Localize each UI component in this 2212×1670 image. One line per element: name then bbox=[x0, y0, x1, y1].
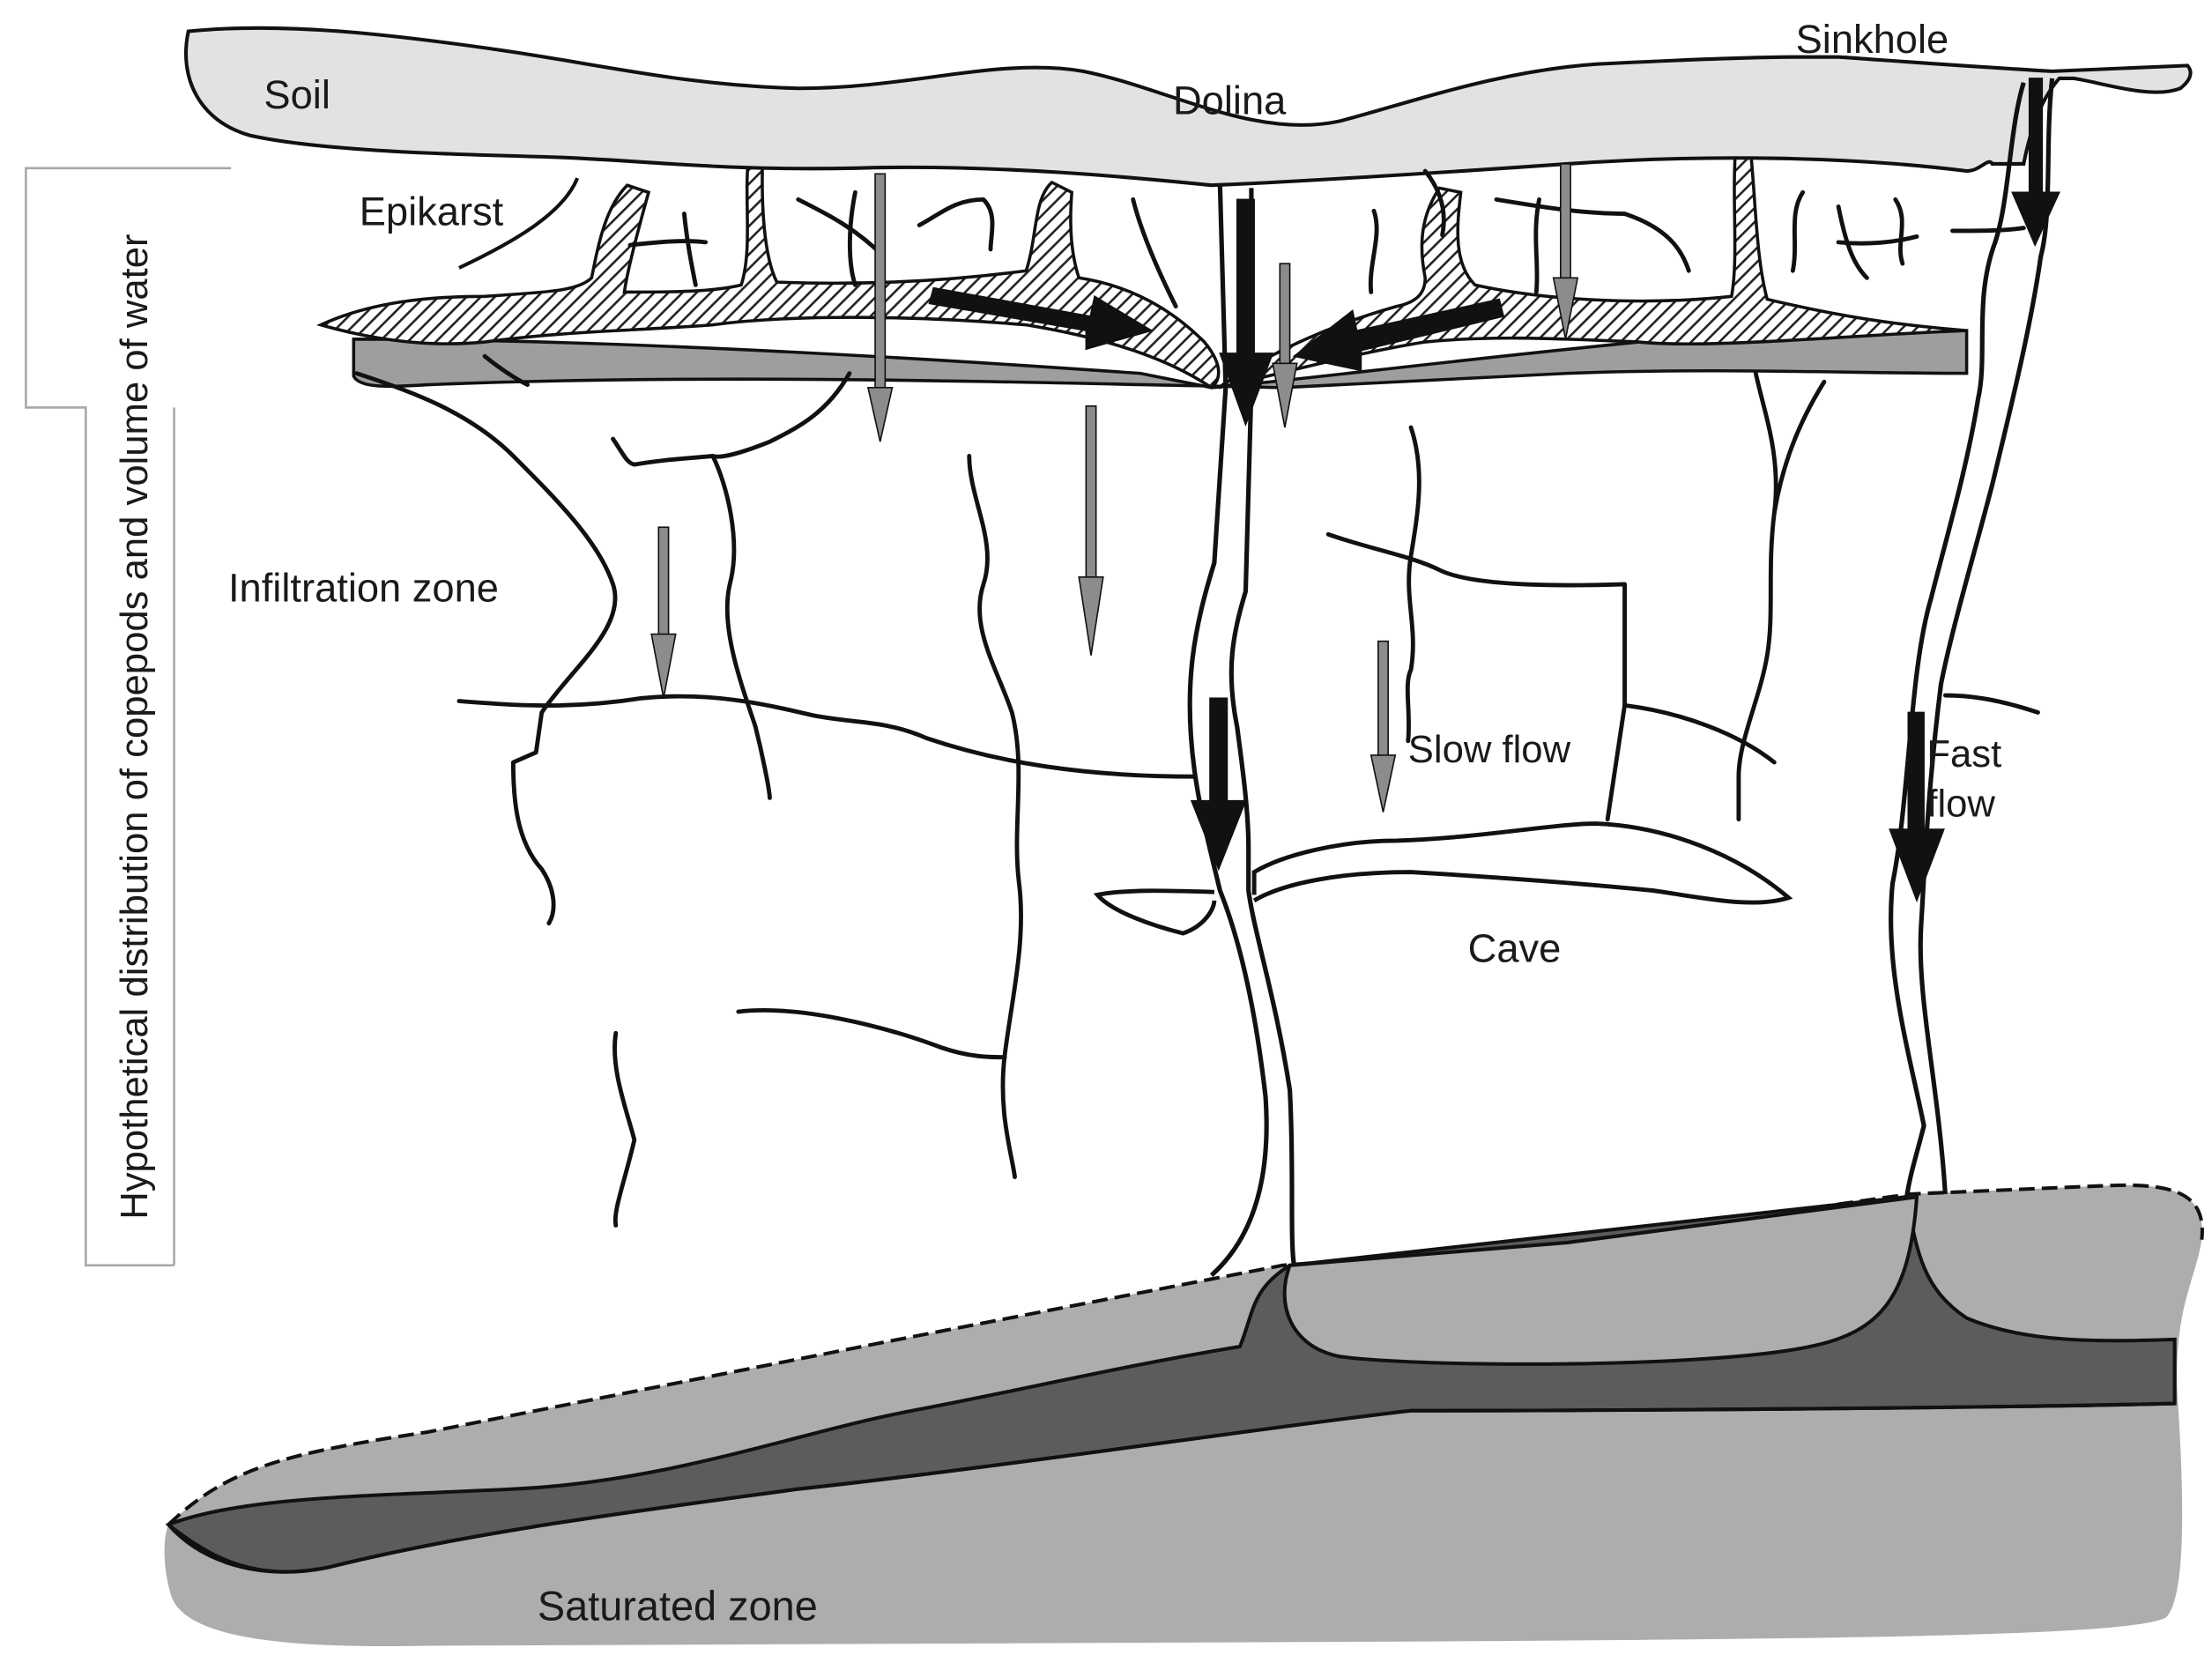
zone-labels: Soil Dolina Sinkhole Epikarst Infiltrati… bbox=[228, 17, 2001, 1629]
side-label: Hypothetical distribution of copepods an… bbox=[113, 234, 156, 1219]
label-slow-flow: Slow flow bbox=[1408, 728, 1571, 771]
label-soil: Soil bbox=[264, 72, 330, 117]
slow-arrow-1 bbox=[866, 173, 894, 442]
saturated-dark-lower-edge bbox=[167, 1401, 2175, 1574]
soil-layer bbox=[183, 26, 2193, 188]
slow-flow-arrows bbox=[650, 163, 1579, 813]
fast-arrow-left-diagonal bbox=[928, 286, 1154, 351]
slow-arrow-2 bbox=[1078, 405, 1104, 656]
slow-arrow-5 bbox=[1552, 163, 1579, 339]
label-infiltration-zone: Infiltration zone bbox=[228, 565, 499, 610]
fast-arrow-sinkhole-mid bbox=[1889, 711, 1945, 903]
dolina-conduit bbox=[1187, 185, 1296, 1278]
label-fast-flow-line1: Fast bbox=[1926, 732, 2001, 776]
label-dolina: Dolina bbox=[1173, 78, 1287, 122]
cave bbox=[1093, 821, 1793, 936]
epikarst-outline bbox=[458, 177, 580, 270]
fast-flow-arrows bbox=[928, 78, 2060, 903]
fast-arrow-dolina-mid bbox=[1190, 697, 1247, 872]
label-sinkhole: Sinkhole bbox=[1796, 17, 1949, 62]
slow-arrow-4 bbox=[1272, 263, 1298, 428]
label-cave: Cave bbox=[1468, 925, 1562, 970]
saturated-zone-top-boundary bbox=[167, 1183, 2204, 1526]
label-fast-flow-line2: flow bbox=[1926, 782, 1995, 825]
side-bracket: Hypothetical distribution of copepods an… bbox=[25, 167, 232, 1267]
fast-arrow-sinkhole-top bbox=[2011, 78, 2060, 248]
sinkhole-conduit bbox=[1889, 78, 2055, 1198]
label-epikarst: Epikarst bbox=[360, 189, 504, 234]
fast-arrow-dolina-top bbox=[1219, 198, 1274, 427]
fractures bbox=[354, 168, 2040, 1228]
slow-arrow-3 bbox=[650, 526, 677, 699]
fast-arrow-right-diagonal bbox=[1292, 298, 1505, 372]
saturated-pocket bbox=[1282, 1194, 1919, 1366]
label-saturated-zone: Saturated zone bbox=[538, 1583, 818, 1629]
slow-arrow-6 bbox=[1370, 640, 1397, 813]
